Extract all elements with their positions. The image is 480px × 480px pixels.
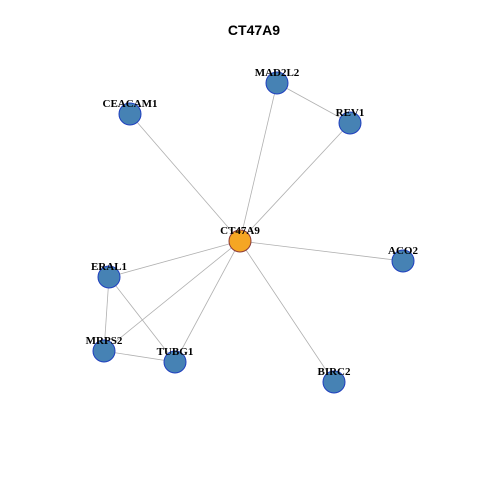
edge-ct47a9-ceacam1 xyxy=(129,113,241,242)
node-aco2[interactable] xyxy=(391,249,415,273)
node-label-tubg1: TUBG1 xyxy=(157,346,194,358)
edge-ct47a9-eral1 xyxy=(108,240,241,278)
node-ceacam1[interactable] xyxy=(118,102,142,126)
edge-ct47a9-rev1 xyxy=(239,122,351,242)
node-label-birc2: BIRC2 xyxy=(317,366,351,378)
edge-ct47a9-aco2 xyxy=(239,240,404,262)
edge-ct47a9-mad2l2 xyxy=(239,82,278,242)
edge-ct47a9-mrps2 xyxy=(103,240,241,352)
node-mrps2[interactable] xyxy=(92,339,116,363)
edge-eral1-tubg1 xyxy=(108,276,176,363)
node-ct47a9[interactable] xyxy=(228,229,252,253)
graph-title: CT47A9 xyxy=(228,22,280,38)
edge-ct47a9-birc2 xyxy=(239,240,335,383)
node-label-ct47a9: CT47A9 xyxy=(220,225,260,237)
node-birc2[interactable] xyxy=(322,370,346,394)
node-label-mrps2: MRPS2 xyxy=(86,335,123,347)
edge-eral1-mrps2 xyxy=(103,276,110,352)
edge-ct47a9-tubg1 xyxy=(174,240,241,363)
node-label-eral1: ERAL1 xyxy=(91,261,127,273)
node-label-rev1: REV1 xyxy=(336,107,365,119)
node-mad2l2[interactable] xyxy=(265,71,289,95)
node-eral1[interactable] xyxy=(97,265,121,289)
node-label-aco2: ACO2 xyxy=(388,245,418,257)
node-tubg1[interactable] xyxy=(163,350,187,374)
node-label-mad2l2: MAD2L2 xyxy=(255,67,300,79)
edge-mrps2-tubg1 xyxy=(103,350,176,363)
node-rev1[interactable] xyxy=(338,111,362,135)
node-label-ceacam1: CEACAM1 xyxy=(103,98,158,110)
edge-mad2l2-rev1 xyxy=(276,82,351,124)
edges-layer xyxy=(103,82,404,383)
nodes-layer xyxy=(92,71,415,394)
